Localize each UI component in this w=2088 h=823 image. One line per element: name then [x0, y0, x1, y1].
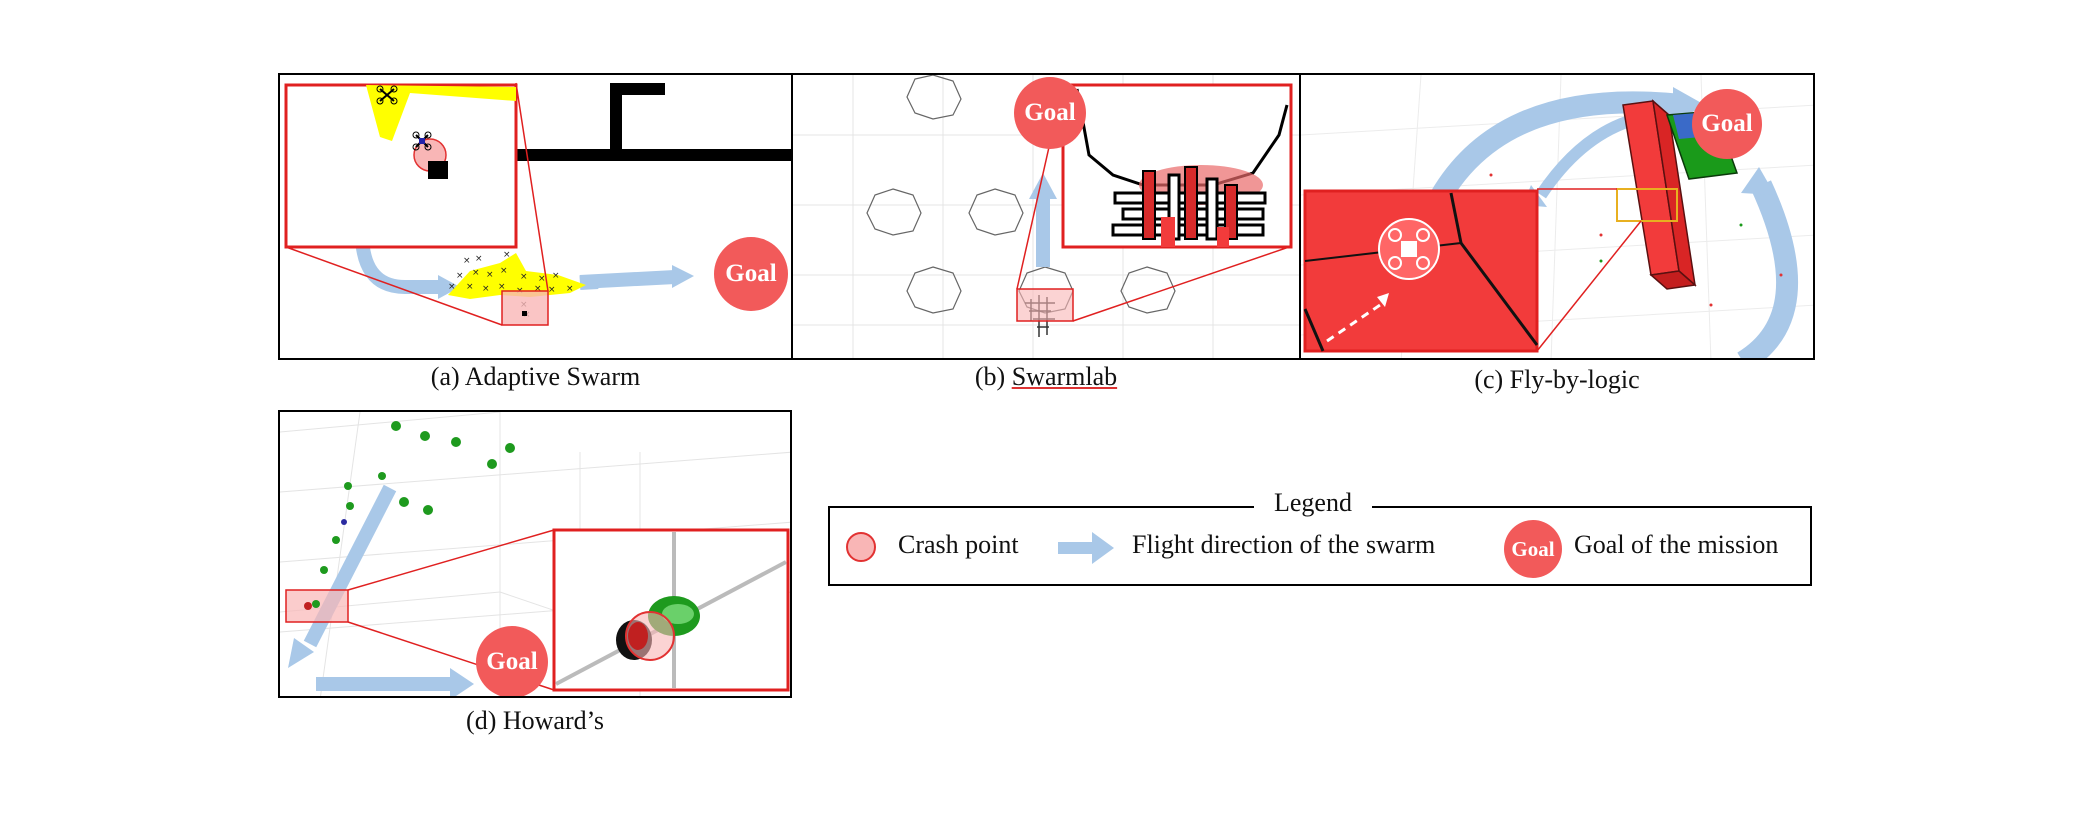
svg-text:×: × — [548, 285, 556, 295]
svg-text:×: × — [498, 282, 506, 292]
caption-swarmlab: (b) Swarmlab — [791, 362, 1301, 392]
zoom-connector — [285, 246, 503, 326]
swarm-agent — [341, 519, 347, 525]
building-edge — [1449, 192, 1463, 244]
swarm-sensing-region — [448, 253, 586, 299]
building-edge — [1303, 308, 1325, 352]
flight-direction-arrow-icon — [672, 265, 694, 288]
zoom-connector — [1072, 246, 1290, 322]
caption-name: Swarmlab — [1011, 362, 1118, 391]
legend-crash-label: Crash point — [898, 530, 1019, 559]
drone-path — [1326, 301, 1384, 343]
flight-direction-arrow-icon — [450, 668, 474, 696]
flight-direction-arrow-icon — [288, 638, 314, 668]
crash-region-highlight — [1016, 288, 1074, 322]
wall — [610, 83, 665, 95]
zoom-connector — [347, 529, 555, 591]
svg-text:×: × — [503, 250, 511, 260]
goal-icon: Goal — [1014, 77, 1086, 149]
flight-direction-arrow-icon — [316, 677, 456, 691]
flight-direction-arrow-icon — [1058, 532, 1114, 564]
caption-name: Howard’s — [502, 706, 604, 735]
caption-prefix: (c) — [1474, 365, 1504, 394]
crashed-drone — [522, 311, 527, 316]
zoom-connector — [1536, 220, 1642, 352]
drone-icon — [376, 85, 398, 105]
flight-direction-arrow-icon — [1736, 180, 1798, 358]
caption-prefix: (d) — [466, 706, 497, 735]
panel-fly-by-logic: Goal — [1299, 73, 1815, 360]
panel-swarmlab: Goal — [791, 73, 1301, 360]
howards-scene — [280, 412, 790, 696]
legend-flight-label: Flight direction of the swarm — [1132, 530, 1436, 559]
inset-collision-cluster — [1111, 165, 1267, 247]
svg-text:×: × — [472, 268, 480, 278]
panel-howards: Goal — [278, 410, 792, 698]
swarm-agents — [320, 421, 515, 574]
svg-text:×: × — [475, 254, 483, 264]
svg-text:×: × — [500, 266, 508, 276]
svg-text:×: × — [566, 284, 574, 294]
crashed-drone — [304, 602, 312, 610]
crash-region-highlight — [501, 290, 549, 326]
fly-by-logic-scene — [1301, 75, 1813, 358]
flight-direction-arrow-icon — [1029, 173, 1057, 199]
adaptive-swarm-scene: ××× ××× ×××× ××× ××× ×× ×× — [284, 82, 791, 326]
flight-direction-arrow-icon — [1036, 195, 1050, 267]
caption-adaptive-swarm: (a) Adaptive Swarm — [278, 362, 793, 392]
wall — [512, 149, 791, 161]
collision-drones — [616, 596, 700, 661]
caption-prefix: (b) — [974, 362, 1006, 391]
goal-icon: Goal — [1504, 520, 1562, 578]
caption-fly-by-logic: (c) Fly-by-logic — [1299, 365, 1815, 395]
svg-text:×: × — [534, 284, 542, 294]
building-edge — [1459, 242, 1539, 346]
legend-goal-label: Goal of the mission — [1574, 530, 1779, 559]
svg-text:×: × — [463, 256, 471, 266]
waypoints — [1599, 223, 1743, 263]
drone-path — [1377, 293, 1389, 307]
svg-text:×: × — [520, 272, 528, 282]
waypoints — [1489, 173, 1783, 307]
crash-point-icon — [846, 532, 876, 562]
flight-direction-arrow-icon — [1421, 91, 1683, 220]
swarmlab-scene — [793, 75, 1299, 358]
svg-text:×: × — [486, 270, 494, 280]
goal-icon: Goal — [1692, 89, 1762, 159]
flight-direction-arrow-icon — [438, 275, 460, 299]
svg-text:×: × — [448, 282, 456, 292]
goal-icon: Goal — [714, 237, 788, 311]
goal-icon: Goal — [476, 626, 548, 696]
svg-text:×: × — [552, 271, 560, 281]
zoom-selection — [1616, 188, 1678, 222]
flight-direction-arrow-icon — [579, 270, 676, 289]
flight-direction-arrow-icon — [1741, 167, 1775, 195]
caption-prefix: (a) — [430, 362, 460, 391]
svg-text:×: × — [466, 282, 474, 292]
caption-howards: (d) Howard’s — [278, 706, 792, 736]
svg-text:×: × — [538, 274, 546, 284]
svg-text:×: × — [482, 284, 490, 294]
panel-adaptive-swarm: ××× ××× ×××× ××× ××× ×× ×× — [278, 73, 793, 360]
legend: Legend Crash point Flight direction of t… — [828, 488, 1812, 586]
caption-name: Fly-by-logic — [1509, 365, 1640, 394]
drone-icon — [412, 131, 432, 151]
caption-name: Adaptive Swarm — [464, 362, 641, 391]
svg-text:×: × — [456, 271, 464, 281]
legend-title: Legend — [1254, 488, 1372, 518]
sensing-cone — [366, 85, 516, 141]
crashed-drone — [312, 600, 320, 608]
drone-icon — [1378, 218, 1440, 280]
building — [1649, 270, 1697, 290]
zoom-connector — [515, 82, 549, 292]
obstacle-block — [428, 161, 448, 179]
wall — [610, 83, 622, 153]
